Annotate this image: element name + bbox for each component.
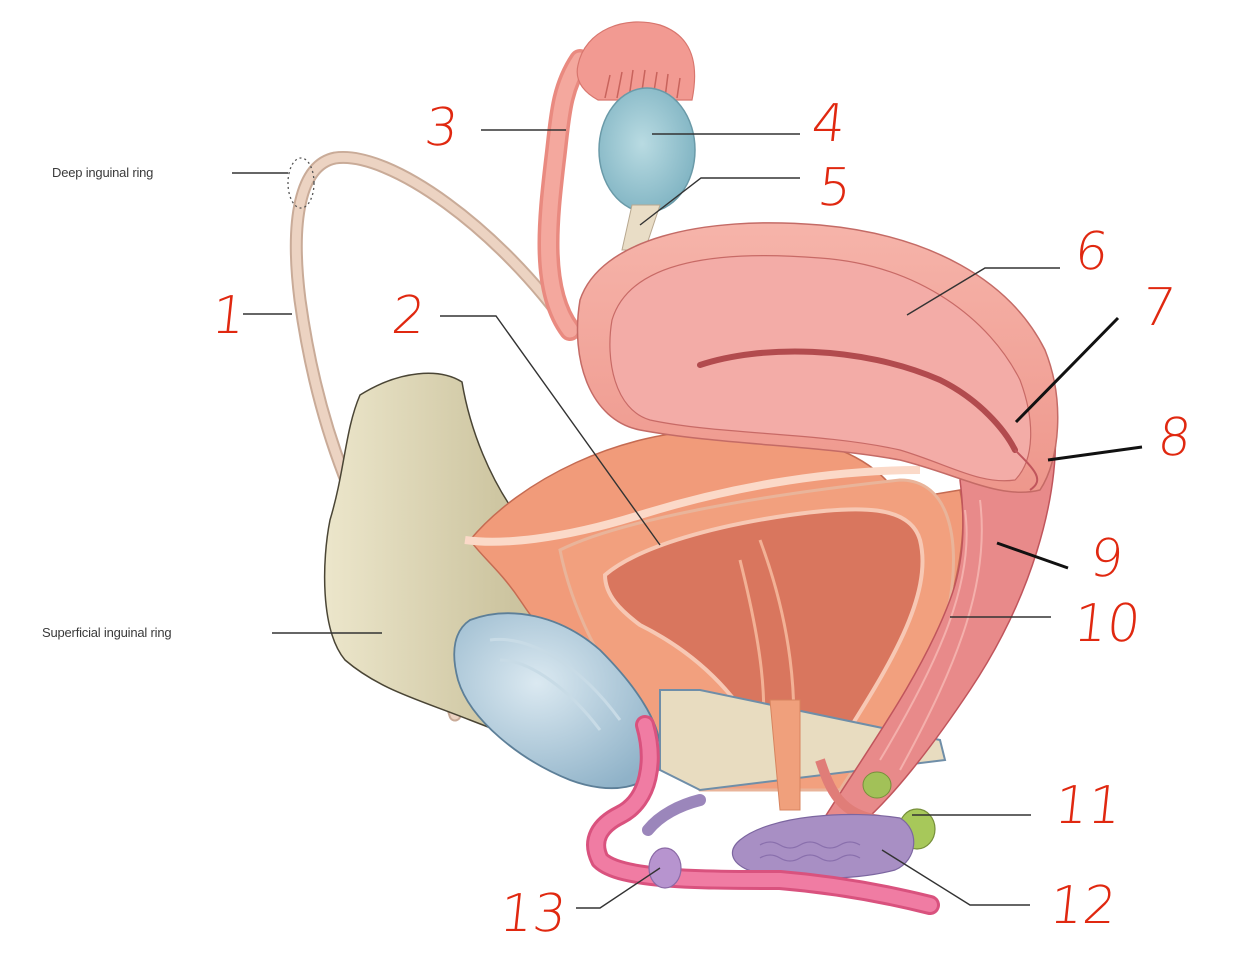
number-label-2: 2 (388, 286, 429, 346)
number-label-6: 6 (1071, 222, 1112, 282)
urethra (769, 699, 801, 811)
number-label-8: 8 (1154, 408, 1195, 468)
number-label-1: 1 (208, 286, 249, 346)
deep-ring-marker (287, 157, 315, 209)
label-deep-inguinal-ring: Deep inguinal ring (52, 165, 154, 180)
number-label-3: 3 (421, 98, 462, 158)
leader-lines (232, 129, 1143, 909)
number-label-5: 5 (814, 158, 855, 218)
number-label-10: 10 (1070, 594, 1144, 654)
number-label-13: 13 (496, 884, 570, 944)
clitoris (586, 715, 940, 915)
number-label-11: 11 (1051, 776, 1125, 836)
number-label-7: 7 (1138, 278, 1179, 338)
number-label-9: 9 (1086, 529, 1127, 589)
uterine-cavity (697, 348, 1018, 453)
fimbriae (576, 21, 696, 101)
number-label-4: 4 (808, 94, 849, 154)
glans (648, 847, 682, 889)
bladder-lumen (602, 507, 925, 762)
number-label-12: 12 (1046, 876, 1120, 936)
label-superficial-inguinal-ring: Superficial inguinal ring (42, 625, 172, 640)
uterine-body (609, 255, 1032, 482)
uterine-tube (537, 21, 696, 341)
